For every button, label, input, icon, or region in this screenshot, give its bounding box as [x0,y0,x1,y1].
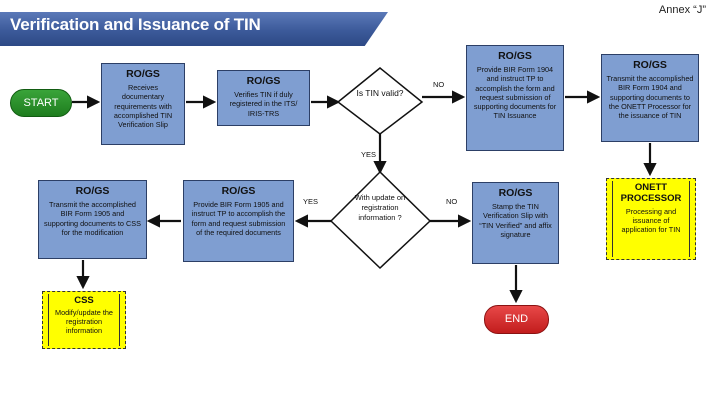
label-yes-2: YES [303,197,319,206]
box-header: ONETT PROCESSOR [620,182,682,204]
box-body: Provide BIR Form 1905 and instruct TP to… [191,200,286,237]
box-header: RO/GS [221,185,256,197]
box-body: Verifies TIN if duly registered in the I… [229,90,298,118]
css-box: CSS Modify/update the registration infor… [42,291,126,349]
process-box-stamp: RO/GS Stamp the TIN Verification Slip wi… [472,182,559,264]
box-header: RO/GS [498,187,533,199]
annex-label: Annex “J” [658,4,706,16]
process-box-form-1904: RO/GS Provide BIR Form 1904 and instruct… [466,45,564,151]
decision-diamond-1 [336,67,424,135]
box-header: CSS [74,295,94,306]
title-banner [0,12,388,46]
process-box-verify: RO/GS Verifies TIN if duly registered in… [217,70,310,126]
box-body: Modify/update the registration informati… [54,308,113,336]
process-box-form-1905: RO/GS Provide BIR Form 1905 and instruct… [183,180,294,262]
process-box-receive: RO/GS Receives documentary requirements … [101,63,185,145]
process-box-transmit-css: RO/GS Transmit the accomplished BIR Form… [38,180,147,259]
box-header: RO/GS [126,68,160,80]
label-no-2: NO [446,197,458,206]
end-node: END [484,305,549,334]
decision-text-update: With update on registration information … [354,193,406,222]
box-body: Processing and issuance of application f… [621,207,681,235]
box-header: RO/GS [75,185,110,197]
box-body: Receives documentary requirements with a… [113,83,173,130]
box-header: RO/GS [246,75,281,87]
process-box-transmit-onett: RO/GS Transmit the accomplished BIR Form… [601,54,699,142]
box-body: Transmit the accomplished BIR Form 1905 … [44,200,141,237]
page-title: Verification and Issuance of TIN [10,15,261,34]
decision-diamond-2 [329,170,432,270]
box-body: Provide BIR Form 1904 and instruct TP to… [473,65,557,121]
start-node: START [10,89,72,117]
box-header: RO/GS [633,59,667,71]
box-header: RO/GS [498,50,532,62]
onett-processor-box: ONETT PROCESSOR Processing and issuance … [606,178,696,260]
label-no-1: NO [433,80,445,89]
box-body: Stamp the TIN Verification Slip with “TI… [479,202,552,239]
decision-text-tin-valid: Is TIN valid? [356,88,404,98]
label-yes-1: YES [361,150,377,159]
box-body: Transmit the accomplished BIR Form 1904 … [606,74,694,121]
